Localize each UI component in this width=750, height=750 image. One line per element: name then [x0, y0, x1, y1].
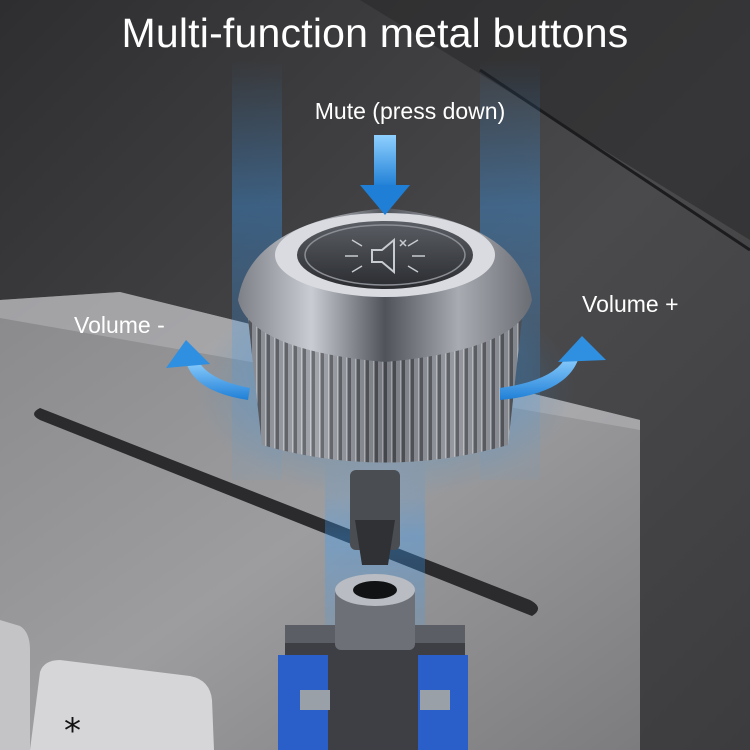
page-title: Multi-function metal buttons	[121, 10, 629, 56]
volume-minus-label: Volume -	[74, 312, 165, 338]
volume-plus-label: Volume +	[582, 291, 679, 317]
mute-label: Mute (press down)	[314, 98, 506, 124]
keycap-asterisk: *	[64, 711, 81, 750]
volume-down-arrow	[166, 340, 250, 400]
volume-up-arrow	[500, 336, 606, 400]
mute-speaker-icon	[345, 237, 425, 275]
press-down-arrow	[360, 135, 410, 215]
